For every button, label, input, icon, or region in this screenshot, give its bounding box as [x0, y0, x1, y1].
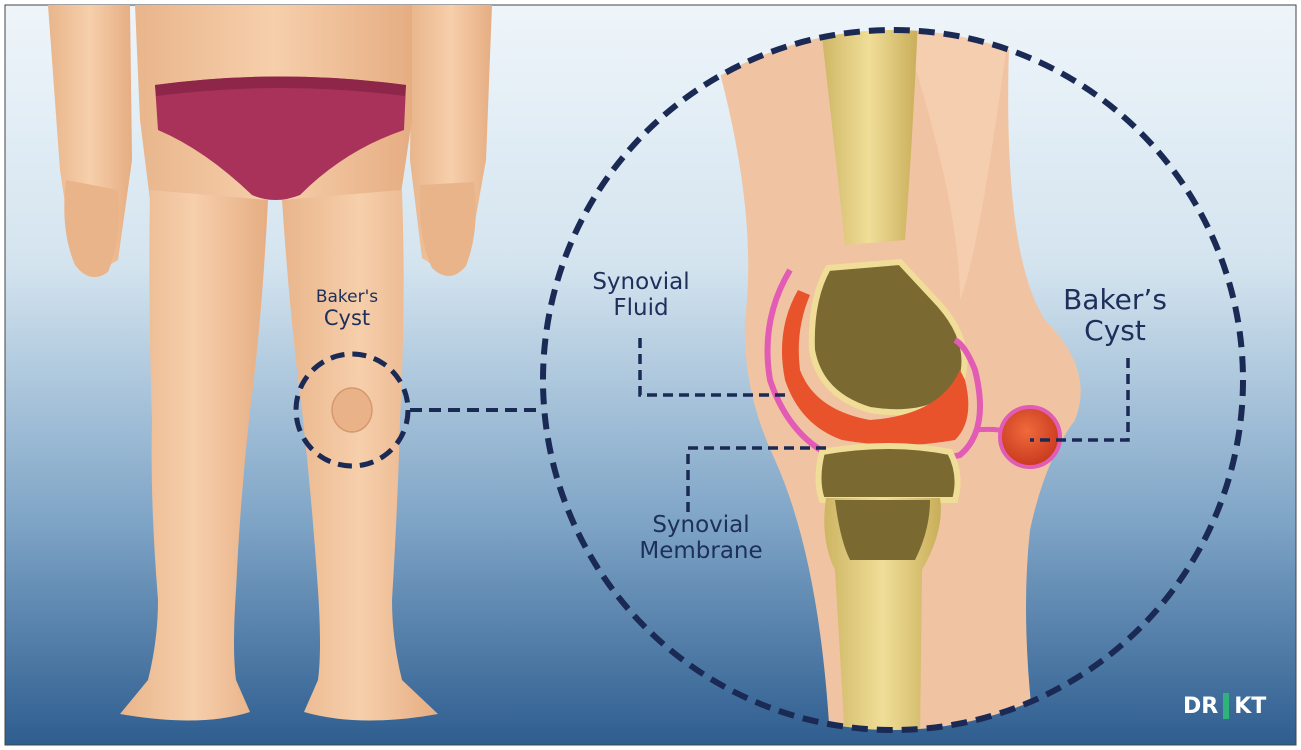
- tibia-plateau: [819, 446, 958, 500]
- logo-text-left: DR: [1183, 694, 1218, 719]
- synovial-fluid-label: Synovial Fluid: [566, 270, 716, 322]
- brand-logo: DR KT: [1183, 693, 1266, 719]
- bakers-cyst: [1000, 407, 1060, 467]
- synovial-membrane-label: Synovial Membrane: [606, 513, 796, 565]
- logo-text-right: KT: [1234, 694, 1266, 719]
- small-bakers-cyst-line2: Cyst: [292, 307, 402, 331]
- large-bakers-cyst-line2: Cyst: [1045, 315, 1185, 346]
- large-bakers-cyst-line1: Baker’s: [1045, 284, 1185, 315]
- synovial-membrane-line1: Synovial: [606, 513, 796, 539]
- synovial-fluid-line2: Fluid: [566, 296, 716, 322]
- logo-accent-bar: [1223, 693, 1229, 719]
- large-bakers-cyst-label: Baker’s Cyst: [1045, 284, 1185, 347]
- synovial-membrane-line2: Membrane: [606, 539, 796, 565]
- small-bakers-cyst-line1: Baker's: [292, 288, 402, 307]
- tibia-marrow: [835, 500, 930, 560]
- small-bakers-cyst-label: Baker's Cyst: [292, 288, 402, 331]
- knee-cyst-bump: [332, 388, 372, 432]
- synovial-fluid-line1: Synovial: [566, 270, 716, 296]
